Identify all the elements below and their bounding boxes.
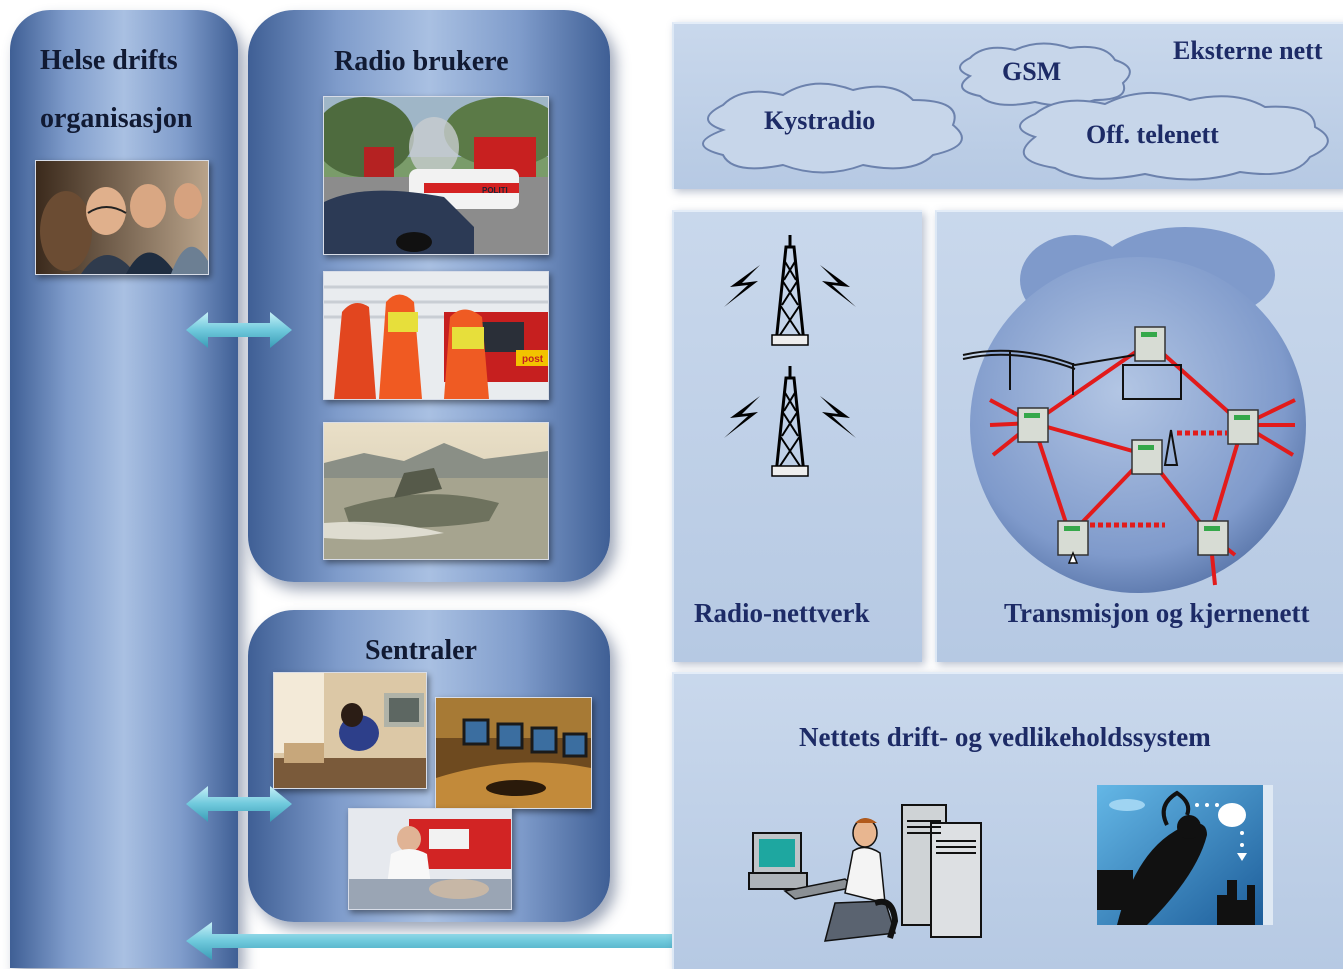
cloud-off-telenett-label: Off. telenett <box>1086 120 1219 149</box>
helse-title-line2: organisasjon <box>40 103 193 134</box>
drift-label: Nettets drift- og vedlikeholdssystem <box>799 722 1211 752</box>
radio-nettverk-label: Radio-nettverk <box>694 598 870 628</box>
operator-workstation-icon <box>748 804 982 942</box>
dispatch-desk-photo <box>273 672 427 789</box>
arrow-helse-sentraler <box>186 786 292 822</box>
helse-panel <box>10 10 238 968</box>
cloud-off-telenett <box>1019 91 1329 181</box>
sentraler-title: Sentraler <box>365 635 477 666</box>
core-network-diagram <box>962 227 1306 593</box>
police-car-text: POLITI <box>482 186 508 195</box>
eksterne-nett-title: Eksterne nett <box>1173 36 1323 65</box>
cloud-gsm-label: GSM <box>1002 57 1062 86</box>
radio-tower-icon <box>724 235 856 346</box>
medical-centre-photo <box>348 808 512 910</box>
radio-tower-icon <box>724 366 856 477</box>
rescue-boat-photo <box>323 422 549 560</box>
helse-title-line1: Helse drifts <box>40 45 178 76</box>
cloud-gsm <box>959 42 1131 107</box>
arrow-helse-radio <box>186 312 292 348</box>
monitoring-satellite-icon <box>1097 785 1273 925</box>
arrow-helse-drift <box>186 922 712 960</box>
cloud-kystradio-label: Kystradio <box>764 106 876 135</box>
control-room-photo <box>435 697 592 809</box>
radio-brukere-title: Radio brukere <box>334 46 509 77</box>
ambulance-text: post <box>522 354 544 365</box>
transmisjon-label: Transmisjon og kjernenett <box>1004 598 1310 628</box>
police-scene-photo: POLITI <box>323 96 549 255</box>
operators-photo <box>35 160 209 275</box>
ambulance-crew-photo: post <box>323 271 549 400</box>
cloud-kystradio <box>702 82 963 174</box>
